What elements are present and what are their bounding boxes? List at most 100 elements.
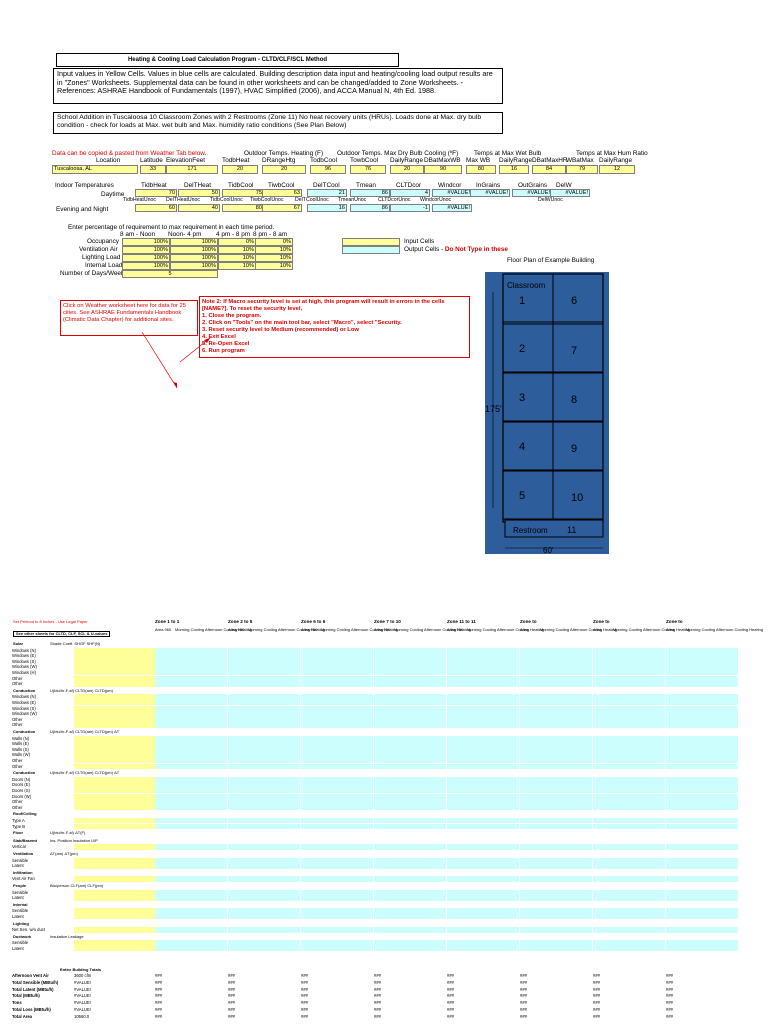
input-values[interactable] — [74, 863, 156, 869]
indoor-day-cell[interactable]: 50 — [178, 189, 220, 197]
weather-value-cell[interactable]: 20 — [262, 165, 306, 174]
input-values[interactable] — [74, 647, 156, 653]
days-value[interactable]: 5 — [122, 270, 218, 278]
schedule-cell[interactable]: 0% — [255, 238, 293, 246]
input-values[interactable] — [74, 799, 156, 805]
zone-output-cell — [666, 705, 738, 711]
input-values[interactable] — [74, 914, 156, 920]
indoor-night-cell[interactable]: 40 — [178, 204, 220, 212]
zone-output-cell — [520, 927, 592, 933]
input-values[interactable] — [74, 711, 156, 717]
table-row-label: Walls (N) — [12, 735, 30, 741]
input-values[interactable] — [74, 940, 156, 946]
input-values[interactable] — [74, 681, 156, 687]
weather-value-cell[interactable]: 79 — [566, 165, 598, 174]
schedule-cell[interactable]: 100% — [122, 238, 170, 246]
input-values[interactable] — [74, 876, 156, 882]
indoor-night-cell[interactable]: 80 — [222, 204, 264, 212]
input-values[interactable] — [74, 746, 156, 753]
input-values[interactable] — [74, 946, 156, 952]
input-values[interactable] — [74, 658, 156, 665]
input-values[interactable] — [74, 763, 156, 769]
input-values[interactable] — [74, 722, 156, 728]
input-values[interactable] — [74, 694, 156, 700]
zone-output-cell — [228, 908, 300, 914]
input-values[interactable] — [74, 776, 156, 783]
weather-value-cell[interactable]: 12 — [599, 165, 635, 174]
weather-value-cell[interactable]: Tuscaloosa, AL — [52, 165, 138, 174]
schedule-cell[interactable]: 10% — [255, 246, 293, 254]
input-values[interactable] — [74, 818, 156, 824]
schedule-cell[interactable]: 100% — [170, 262, 218, 270]
zone-output-cell — [374, 716, 446, 723]
indoor-day-cell[interactable]: 75 — [222, 189, 264, 197]
weather-value-cell[interactable]: 76 — [350, 165, 386, 174]
input-values[interactable] — [74, 735, 156, 741]
input-values[interactable] — [74, 782, 156, 788]
zone-total-cell: ### — [447, 1013, 454, 1019]
input-values[interactable] — [74, 844, 156, 850]
input-values[interactable] — [74, 741, 156, 747]
schedule-cell[interactable]: 10% — [255, 262, 293, 270]
indoor-day-cell[interactable]: 63 — [262, 189, 302, 197]
zone-output-cell — [301, 857, 373, 863]
schedule-cell[interactable]: 0% — [218, 238, 256, 246]
zone-output-cell — [593, 927, 665, 933]
weather-value-cell[interactable]: 20 — [222, 165, 258, 174]
zone-output-cell — [228, 658, 300, 665]
weather-value-cell[interactable]: 84 — [532, 165, 566, 174]
schedule-cell[interactable]: 100% — [122, 254, 170, 262]
input-values[interactable] — [74, 927, 156, 933]
indoor-day-cell[interactable]: 70 — [135, 189, 177, 197]
weather-value-cell[interactable]: 96 — [310, 165, 346, 174]
indoor-night-cell[interactable]: 67 — [262, 204, 302, 212]
weather-value-cell[interactable]: 90 — [424, 165, 462, 174]
schedule-cell[interactable]: 100% — [122, 246, 170, 254]
weather-value-cell[interactable]: 33 — [140, 165, 166, 174]
zone-output-cell — [666, 722, 738, 728]
input-values[interactable] — [74, 716, 156, 723]
schedule-cell[interactable]: 100% — [170, 238, 218, 246]
input-values[interactable] — [74, 908, 156, 914]
input-values[interactable] — [74, 857, 156, 863]
schedule-cell[interactable]: 10% — [218, 262, 256, 270]
weather-value-cell[interactable]: 16 — [499, 165, 529, 174]
classroom-label-right: 6 — [571, 295, 577, 307]
zone-output-cell — [374, 711, 446, 717]
schedule-cell[interactable]: 10% — [255, 254, 293, 262]
input-values[interactable] — [74, 675, 156, 681]
schedule-cell[interactable]: 100% — [122, 262, 170, 270]
schedule-cell[interactable]: 10% — [218, 254, 256, 262]
zone-output-cell — [666, 664, 738, 670]
schedule-cell[interactable]: 100% — [170, 246, 218, 254]
schedule-cell[interactable]: 100% — [170, 254, 218, 262]
input-values[interactable] — [74, 895, 156, 901]
input-values[interactable] — [74, 823, 156, 829]
zone-output-cell — [593, 914, 665, 920]
building-description[interactable]: School Addition in Tuscaloosa 10 Classro… — [53, 112, 503, 134]
input-values[interactable] — [74, 752, 156, 758]
input-values[interactable] — [74, 788, 156, 794]
zone-output-cell — [447, 940, 519, 946]
zone-total-cell: ### — [228, 993, 235, 999]
input-values[interactable] — [74, 705, 156, 711]
input-values[interactable] — [74, 653, 156, 659]
indoor-night-cell[interactable]: 60 — [135, 204, 177, 212]
weather-value-cell[interactable]: 20 — [390, 165, 424, 174]
input-values[interactable] — [74, 793, 156, 799]
weather-worksheet-note[interactable]: Click on Weather worksheet here for data… — [60, 300, 198, 336]
input-values[interactable] — [74, 664, 156, 670]
zone-output-cell — [374, 776, 446, 783]
outdoor-heating-label: Outdoor Temps. Heating (F) — [244, 150, 324, 157]
section-columns: Ins. Position Insulation U/P — [50, 837, 98, 843]
input-values[interactable] — [74, 700, 156, 706]
input-values[interactable] — [74, 889, 156, 895]
schedule-cell[interactable]: 10% — [218, 246, 256, 254]
weather-value-cell[interactable]: 171 — [166, 165, 218, 174]
max-wetbulb-label: Temps at Max Wet Bulb — [474, 150, 542, 157]
zone-output-cell — [155, 793, 227, 799]
weather-value-cell[interactable]: 80 — [466, 165, 496, 174]
input-values[interactable] — [74, 670, 156, 676]
input-values[interactable] — [74, 758, 156, 764]
input-values[interactable] — [74, 804, 156, 811]
